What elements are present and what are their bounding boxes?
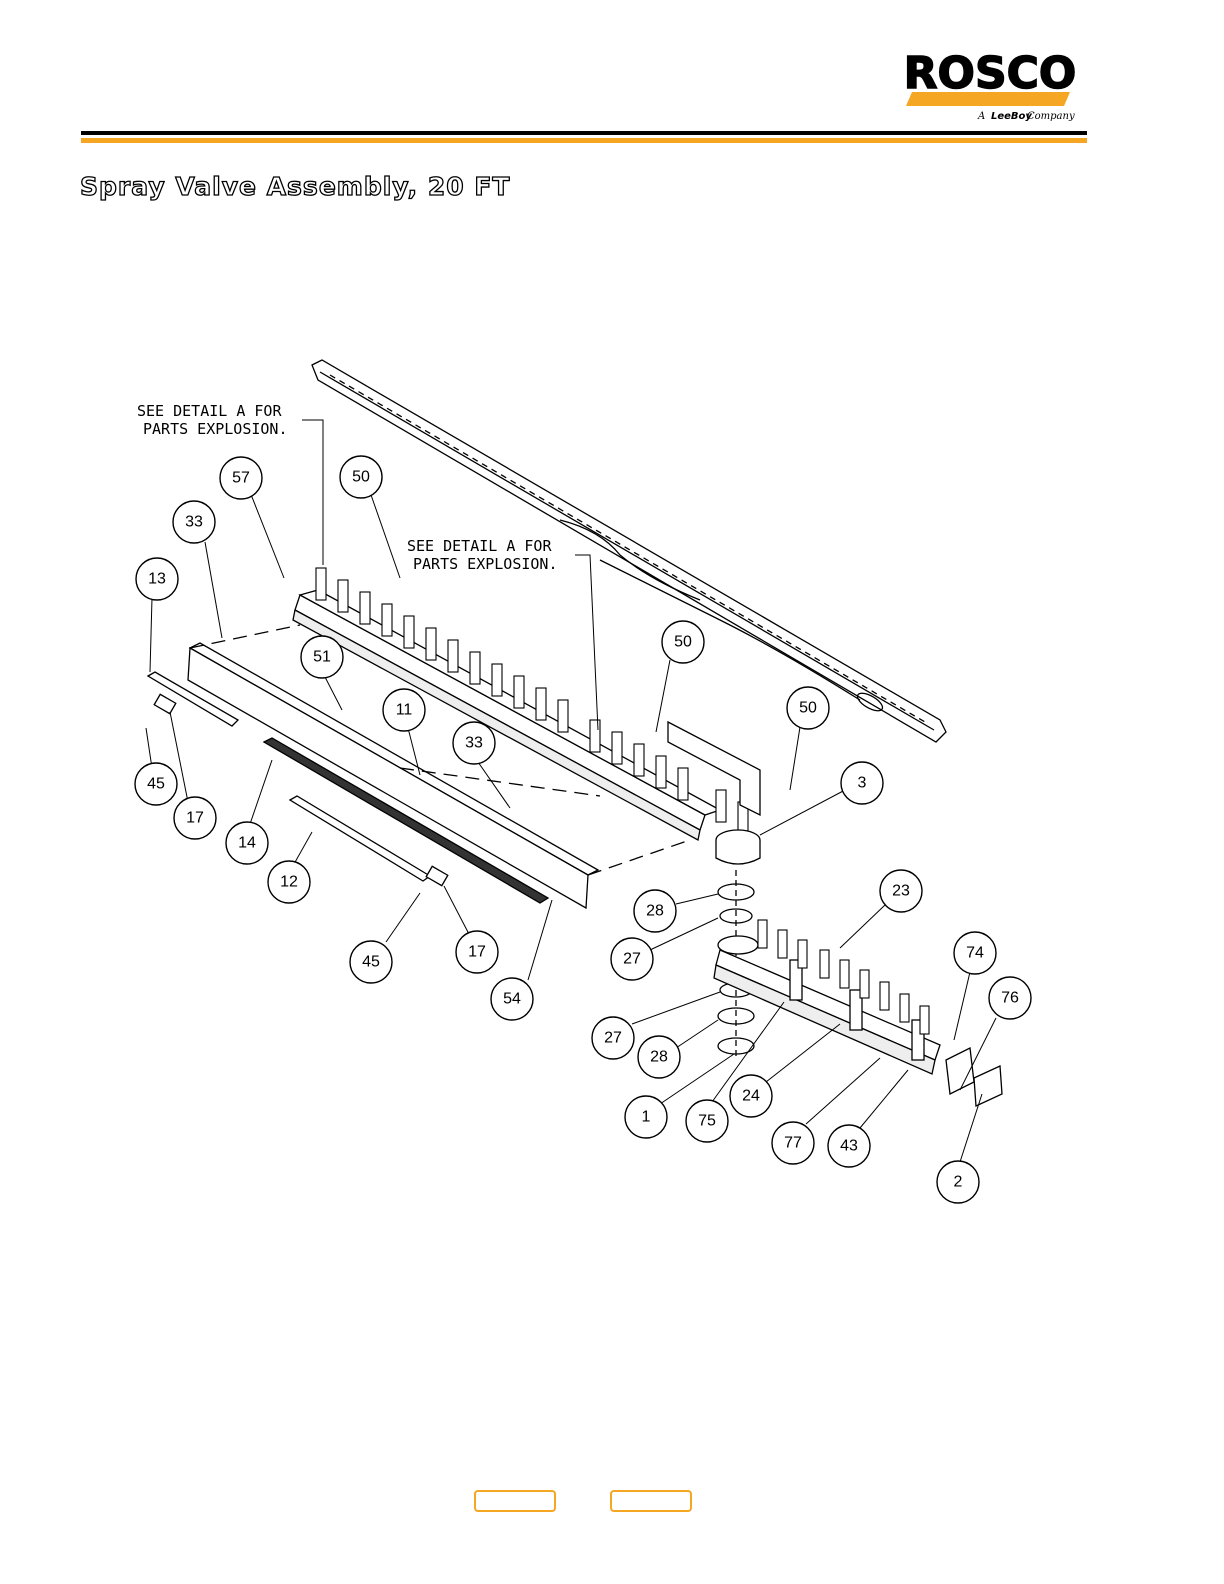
svg-text:3: 3	[858, 775, 867, 792]
callout-33: 33	[453, 722, 495, 764]
svg-text:1: 1	[642, 1109, 651, 1126]
callout-14: 14	[226, 822, 268, 864]
callout-75: 75	[686, 1100, 728, 1142]
detail-note-line2: PARTS EXPLOSION.	[143, 420, 288, 438]
svg-text:23: 23	[892, 883, 910, 900]
svg-text:14: 14	[238, 835, 256, 852]
svg-text:17: 17	[468, 944, 486, 961]
svg-text:45: 45	[147, 776, 165, 793]
end-cap-lower	[426, 866, 448, 885]
cover-plate	[188, 643, 598, 908]
callout-50: 50	[662, 621, 704, 663]
svg-text:77: 77	[784, 1135, 802, 1152]
end-plate-outer	[974, 1066, 1002, 1106]
svg-text:13: 13	[148, 571, 166, 588]
svg-text:45: 45	[362, 954, 380, 971]
detail-note-line1: SEE DETAIL A FOR	[407, 537, 552, 555]
svg-text:28: 28	[646, 903, 664, 920]
callout-17: 17	[456, 931, 498, 973]
callout-76: 76	[989, 977, 1031, 1019]
svg-text:50: 50	[674, 634, 692, 651]
callout-23: 23	[880, 870, 922, 912]
svg-text:27: 27	[623, 951, 641, 968]
callout-33: 33	[173, 501, 215, 543]
callout-45: 45	[135, 763, 177, 805]
svg-text:12: 12	[280, 874, 298, 891]
end-cap-upper	[154, 694, 176, 713]
callout-28: 28	[638, 1036, 680, 1078]
callout-27: 27	[611, 938, 653, 980]
svg-text:76: 76	[1001, 990, 1019, 1007]
callout-17: 17	[174, 797, 216, 839]
svg-text:27: 27	[604, 1030, 622, 1047]
svg-text:17: 17	[186, 810, 204, 827]
callout-50: 50	[787, 687, 829, 729]
svg-text:74: 74	[966, 945, 984, 962]
svg-text:51: 51	[313, 649, 331, 666]
valve-row-main	[316, 568, 748, 834]
callout-3: 3	[841, 762, 883, 804]
detail-note-line2: PARTS EXPLOSION.	[413, 555, 558, 573]
callout-74: 74	[954, 932, 996, 974]
svg-text:33: 33	[185, 514, 203, 531]
swivel-joint	[716, 830, 760, 864]
bottom-rail	[290, 796, 430, 881]
svg-text:50: 50	[799, 700, 817, 717]
callout-13: 13	[136, 558, 178, 600]
svg-text:28: 28	[650, 1049, 668, 1066]
previous-page-button[interactable]	[474, 1490, 556, 1512]
callout-57: 57	[220, 457, 262, 499]
callout-51: 51	[301, 636, 343, 678]
callout-43: 43	[828, 1125, 870, 1167]
svg-text:11: 11	[396, 702, 413, 719]
callout-24: 24	[730, 1075, 772, 1117]
callout-2: 2	[937, 1161, 979, 1203]
detail-note-2: SEE DETAIL A FOR PARTS EXPLOSION.	[407, 537, 558, 573]
callout-1: 1	[625, 1096, 667, 1138]
svg-text:54: 54	[503, 991, 521, 1008]
svg-text:2: 2	[954, 1174, 963, 1191]
callout-50: 50	[340, 456, 382, 498]
svg-text:33: 33	[465, 735, 483, 752]
callout-54: 54	[491, 978, 533, 1020]
svg-text:50: 50	[352, 469, 370, 486]
detail-note-1: SEE DETAIL A FOR PARTS EXPLOSION.	[137, 402, 288, 438]
detail-note-line1: SEE DETAIL A FOR	[137, 402, 282, 420]
svg-text:43: 43	[840, 1138, 858, 1155]
callout-27: 27	[592, 1017, 634, 1059]
callout-77: 77	[772, 1122, 814, 1164]
svg-text:75: 75	[698, 1113, 716, 1130]
callout-11: 11	[383, 689, 425, 731]
next-page-button[interactable]	[610, 1490, 692, 1512]
svg-text:24: 24	[742, 1088, 760, 1105]
callout-12: 12	[268, 861, 310, 903]
callout-45: 45	[350, 941, 392, 983]
callout-28: 28	[634, 890, 676, 932]
svg-text:57: 57	[232, 470, 250, 487]
